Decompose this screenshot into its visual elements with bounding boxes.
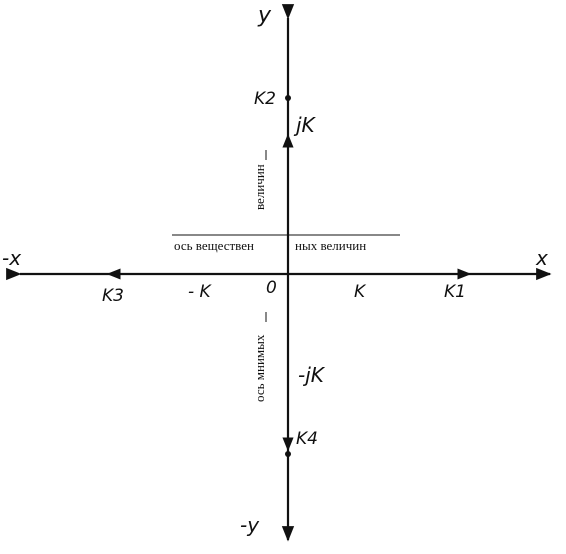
neg-x-axis-label: -x (2, 246, 21, 270)
x-axis-label: x (535, 246, 548, 270)
origin-label: 0 (266, 278, 277, 298)
real-axis-caption-left: ось веществен (174, 238, 254, 253)
point-k3-label: K3 (102, 286, 124, 306)
point-k4-label: K4 (296, 429, 318, 449)
point-k2-dot (285, 95, 291, 101)
neg-y-axis-label: -y (240, 513, 260, 537)
vector-k-label: K (354, 282, 367, 302)
imag-axis-caption-lower: ось мнимых (252, 334, 267, 402)
point-k2-label: K2 (254, 89, 276, 109)
point-k1-label: K1 (444, 282, 466, 302)
y-axis-label: y (257, 3, 272, 28)
vector-neg-jk-label: -jK (298, 363, 326, 387)
vector-neg-k-label: - K (188, 282, 213, 302)
vector-jk-label: jK (293, 113, 317, 137)
real-axis-caption-right: ных величин (295, 238, 366, 253)
imag-axis-caption-upper: величин (252, 164, 267, 210)
point-k4-dot (285, 451, 291, 457)
